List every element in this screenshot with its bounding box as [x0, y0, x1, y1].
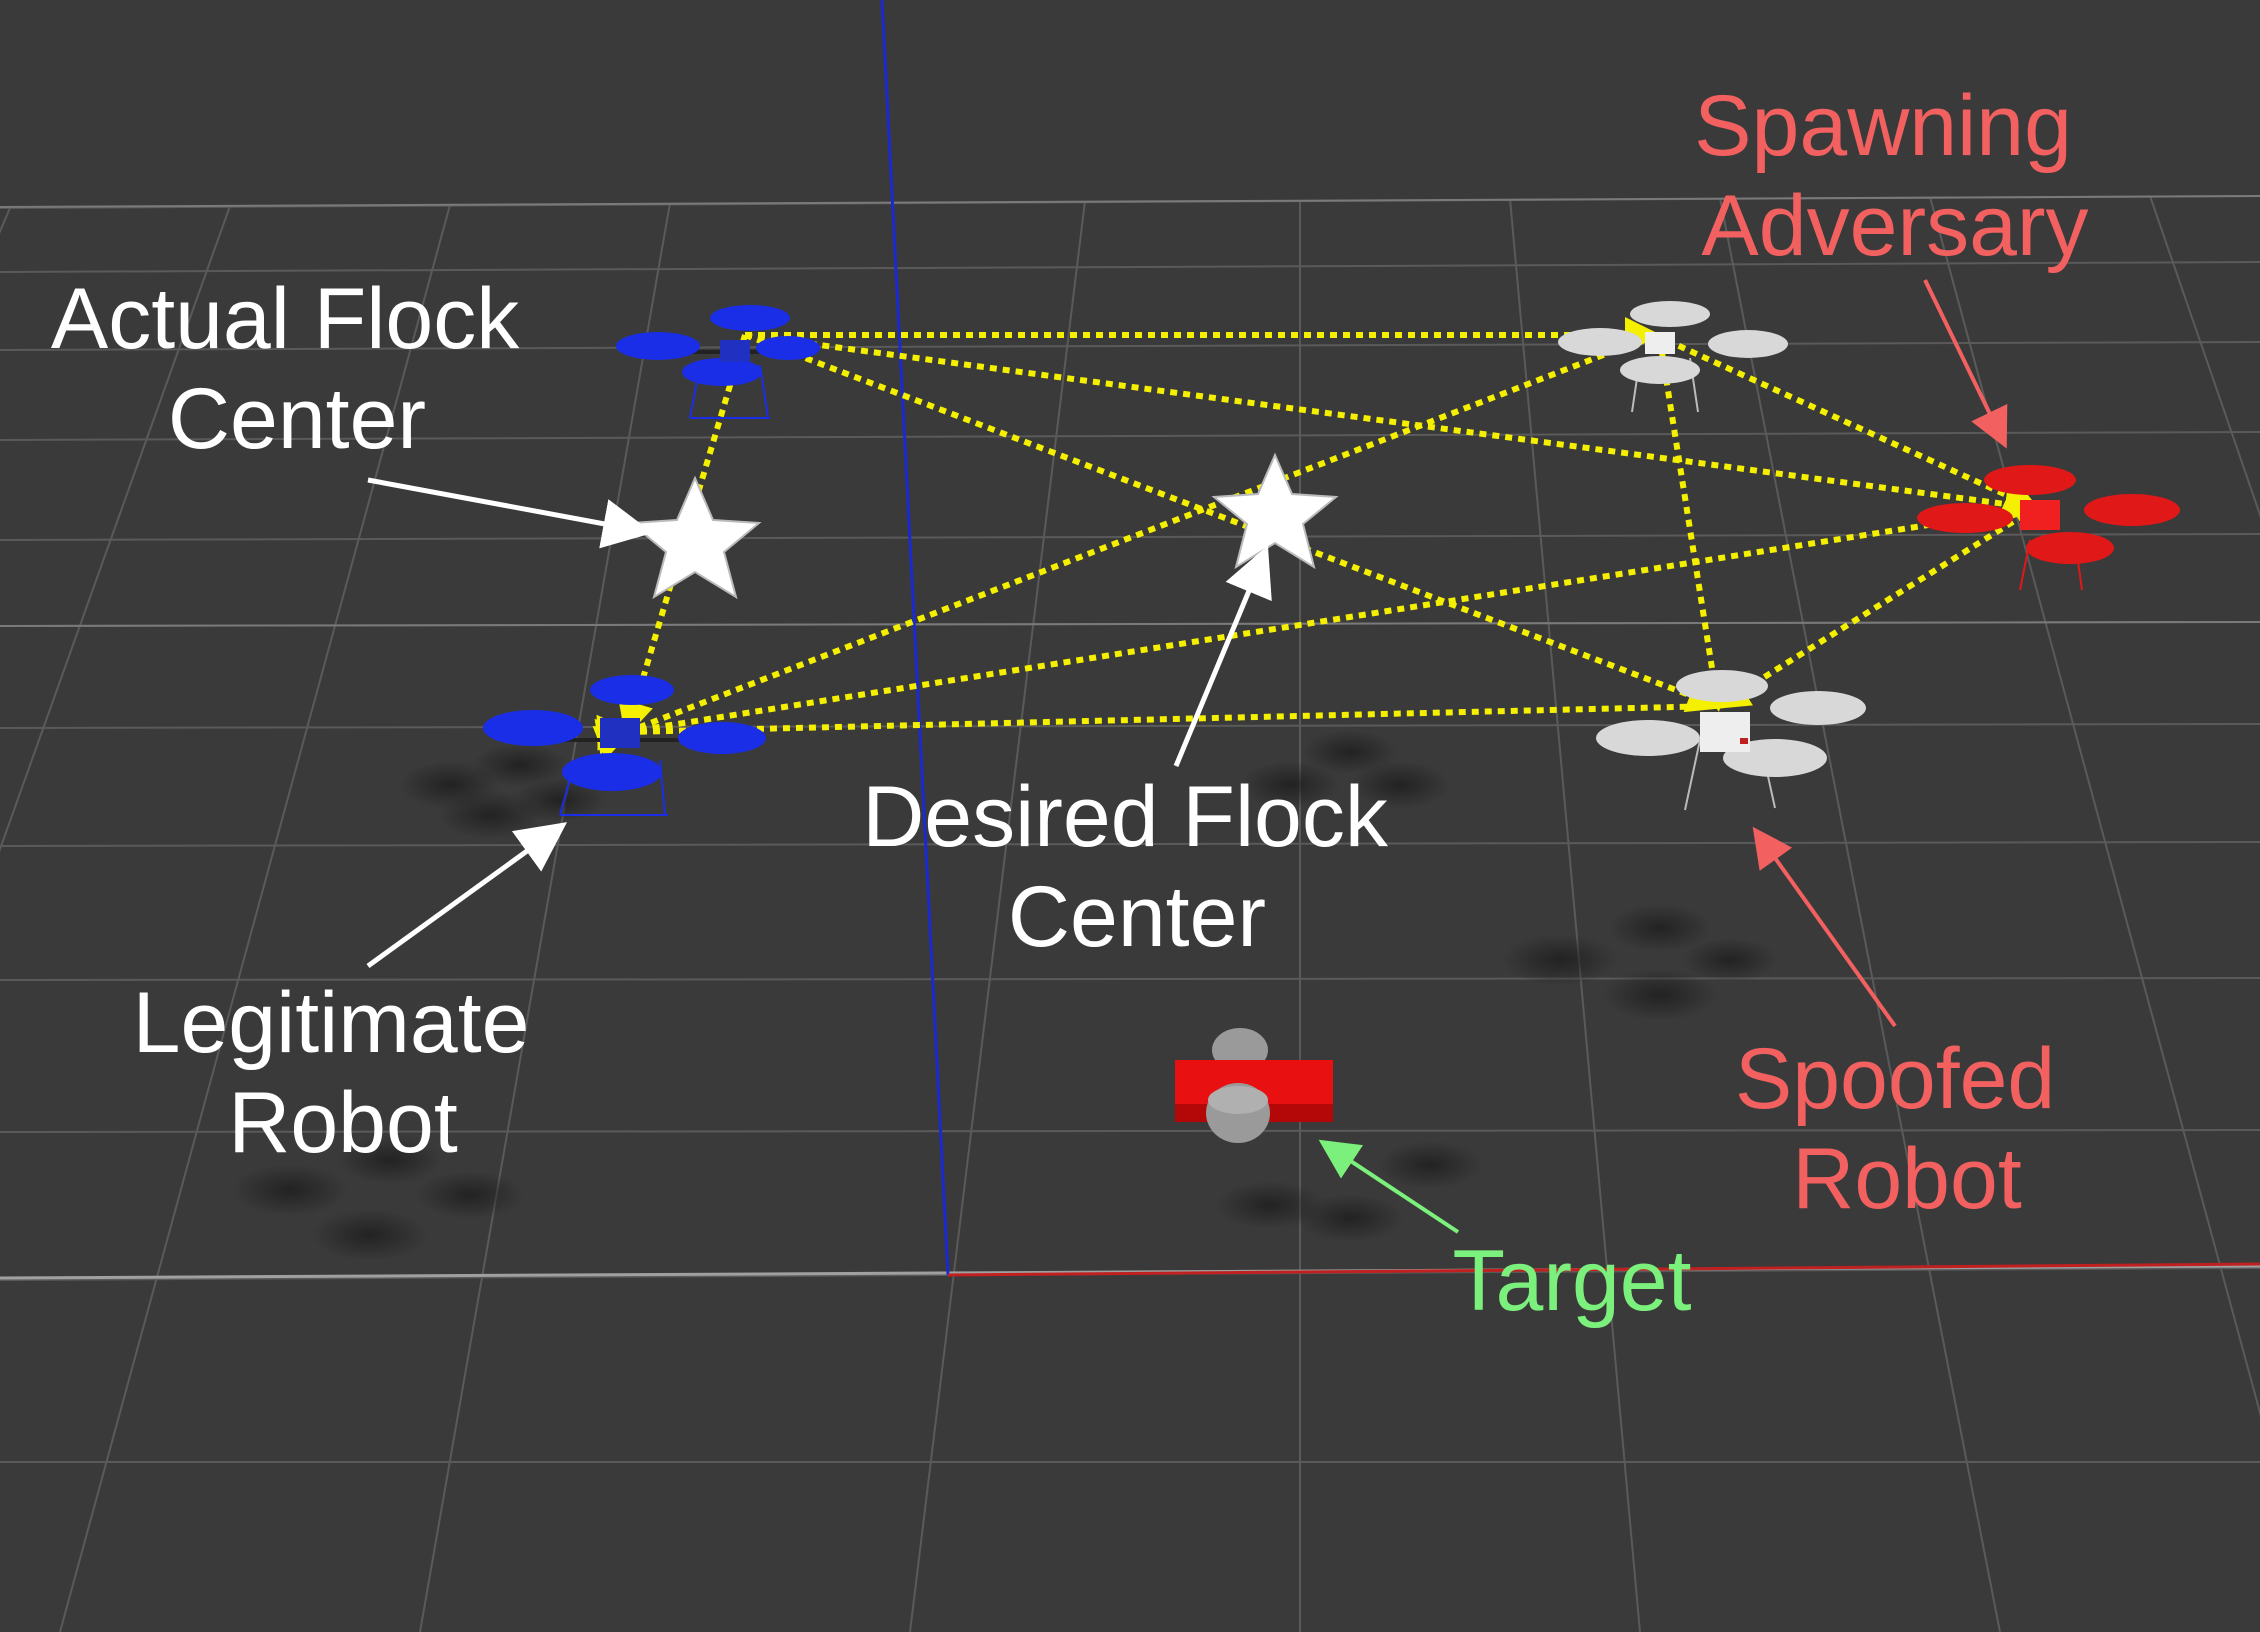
grid-major-line	[0, 195, 2260, 208]
spoofed-robot-1	[1558, 301, 1788, 413]
label-spoofed-robot: Spoofed Robot	[1735, 1031, 2079, 1227]
pointer-desired-flock-center	[1173, 545, 1272, 767]
link-blue1-blue2	[618, 334, 748, 738]
legitimate-robot-2	[483, 675, 766, 816]
spoofed-robot-2	[1596, 670, 1866, 811]
pointer-actual-flock-center	[367, 477, 653, 549]
label-desired-flock-center: Desired Flock Center	[862, 769, 1412, 965]
link-blue2-white1	[592, 332, 1657, 760]
pointer-target	[1318, 1139, 1460, 1234]
label-target: Target	[1452, 1233, 1691, 1329]
link-white1-white2	[1657, 339, 1732, 712]
z-axis-line	[880, 0, 950, 1276]
adversary-robot	[1917, 465, 2180, 591]
link-white1-red	[1653, 332, 2041, 512]
x-axis-line	[947, 1262, 2260, 1277]
desired-flock-center-star-icon	[1211, 452, 1339, 570]
pointer-spoofed-robot	[1752, 826, 1897, 1028]
communication-links	[592, 317, 2041, 760]
robot-shadows	[232, 730, 1778, 1261]
target-vehicle	[1175, 1028, 1333, 1143]
pointer-spawning-adversary	[1923, 279, 2008, 449]
link-blue1-red	[744, 332, 2041, 522]
grid-major-line	[0, 621, 2260, 627]
legitimate-robot-1	[616, 305, 820, 419]
link-blue2-red	[594, 505, 2036, 755]
label-legitimate-robot: Legitimate Robot	[133, 975, 554, 1171]
label-spawning-adversary: Spawning Adversary	[1694, 78, 2096, 274]
label-actual-flock-center: Actual Flock Center	[51, 271, 543, 467]
link-blue1-white2	[743, 332, 1724, 713]
link-red-white2	[1712, 505, 2037, 710]
pointer-legitimate-robot	[366, 822, 568, 969]
